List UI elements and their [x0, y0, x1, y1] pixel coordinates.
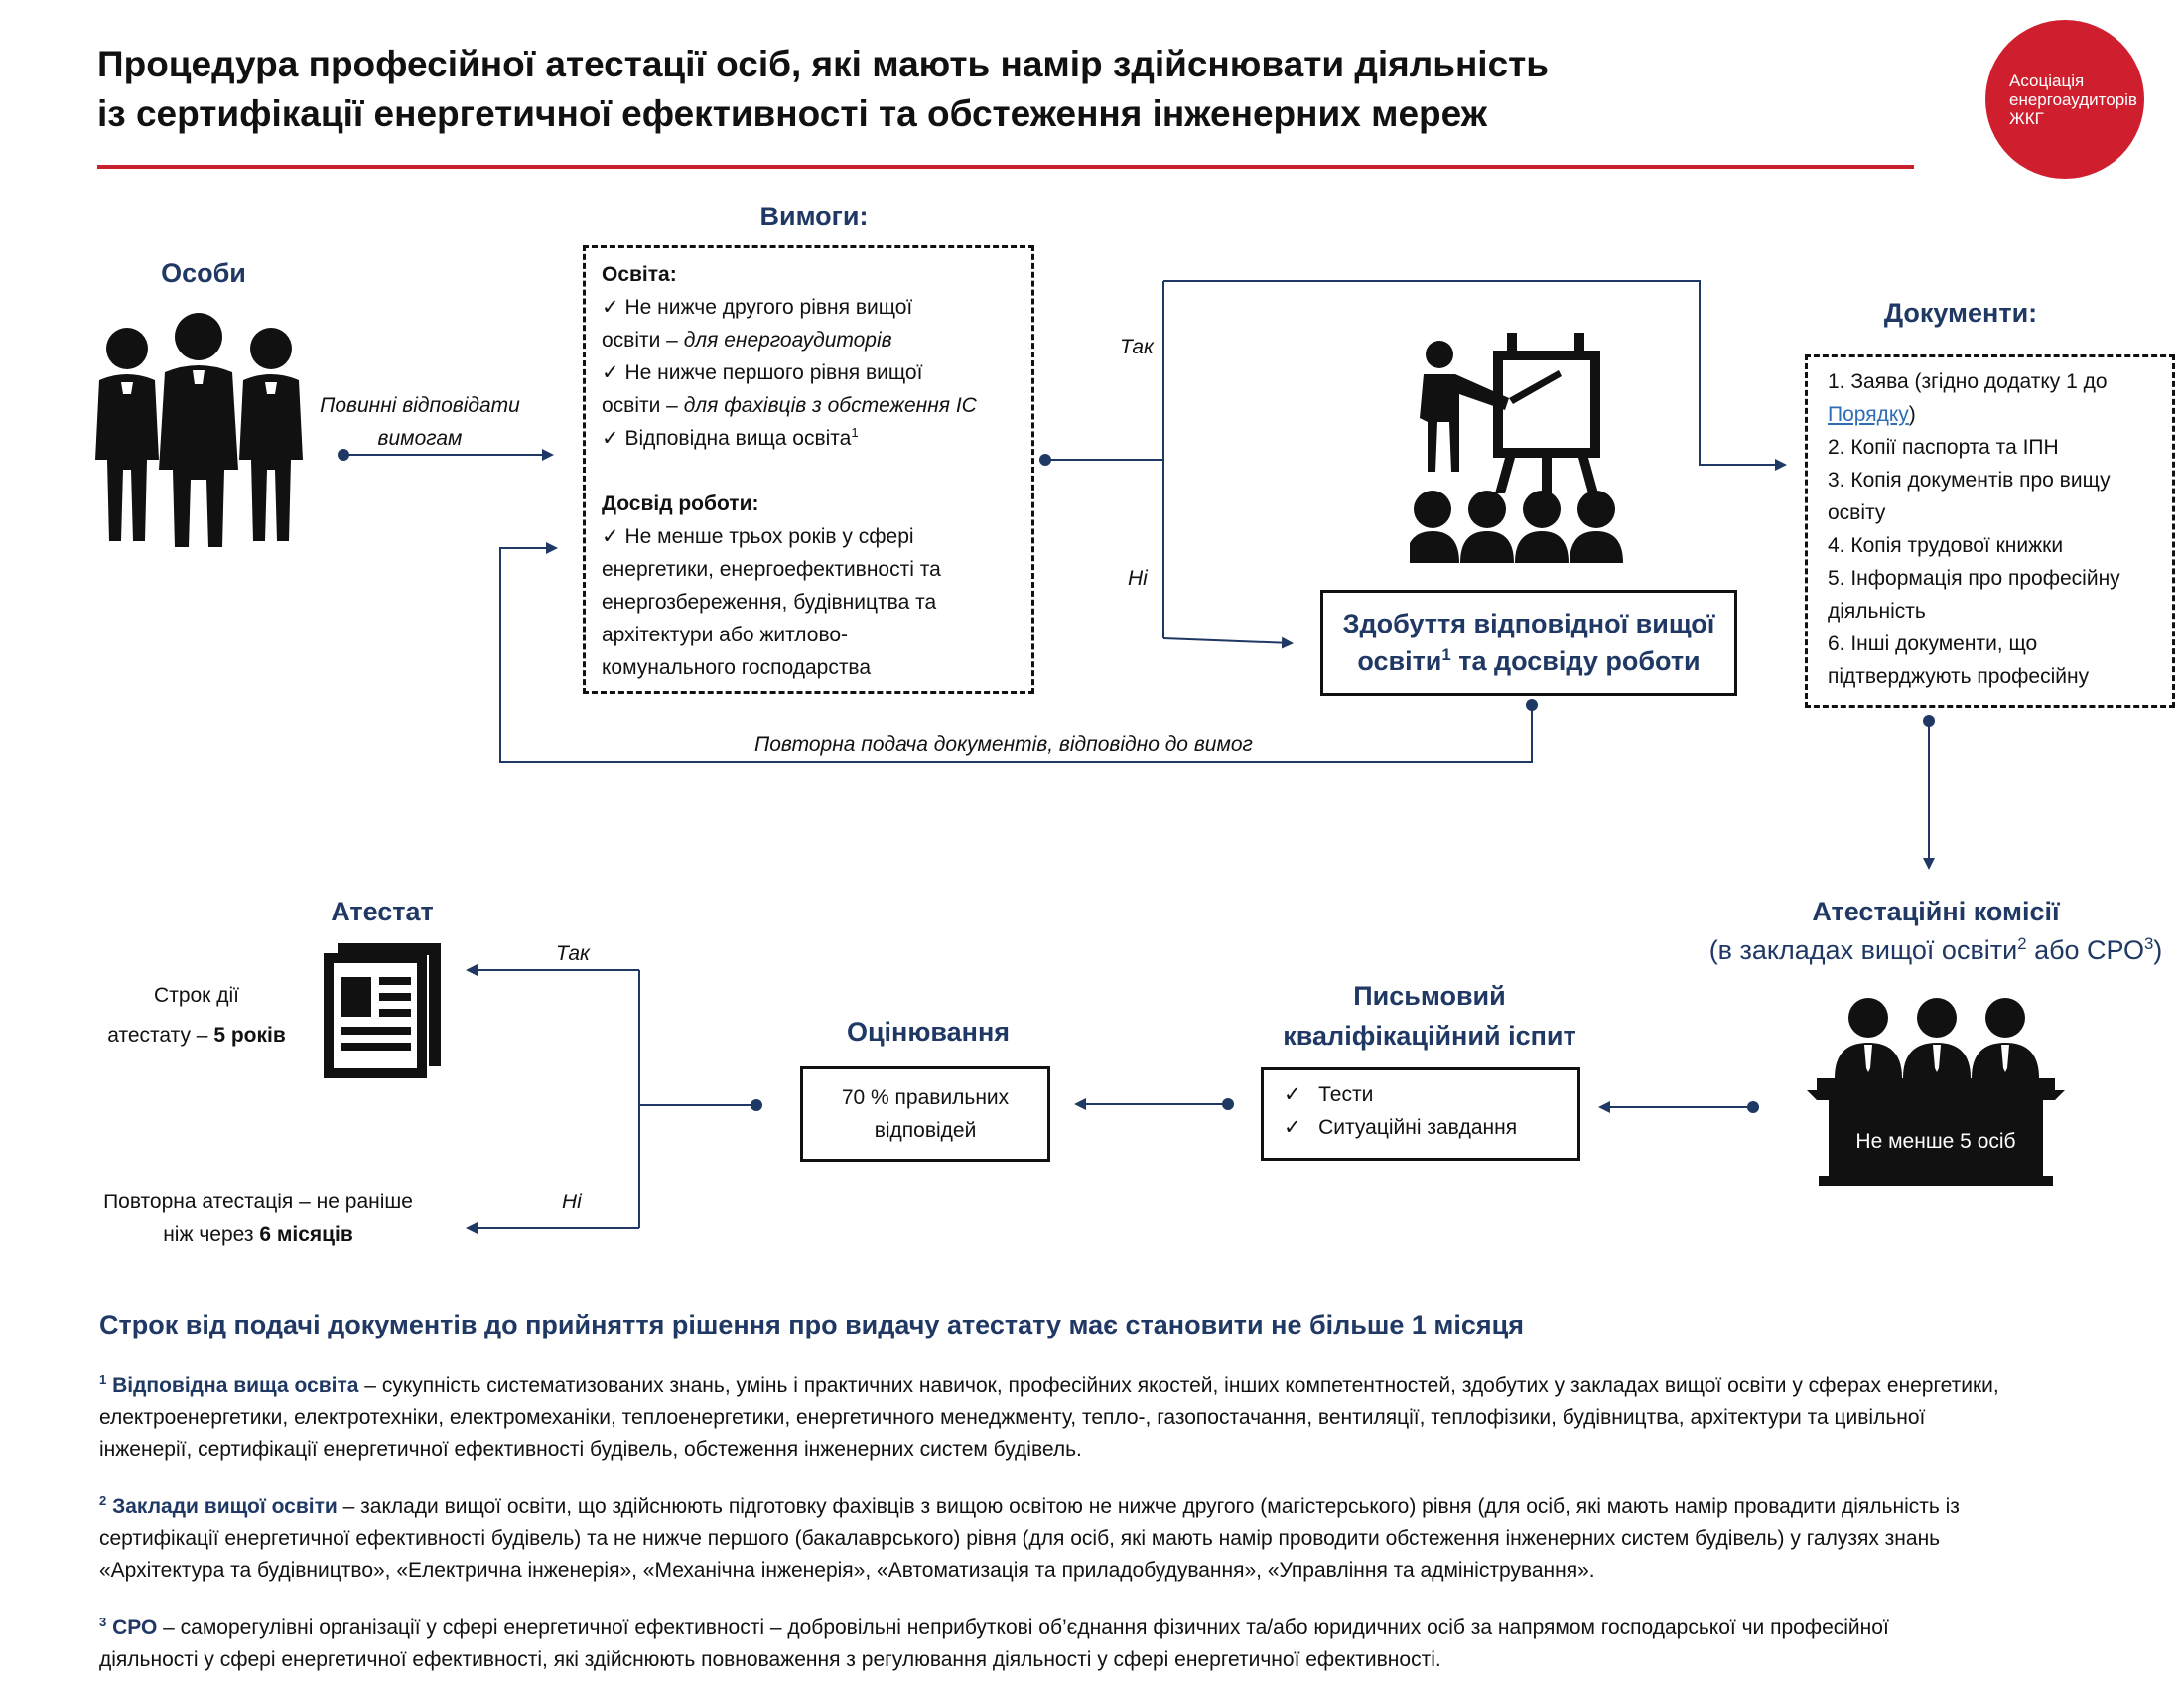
arrow-resubmission [499, 542, 1533, 763]
document-item-6-cont: підтверджують професійну [1828, 665, 2090, 688]
deadline-statement: Строк від подачі документів до прийняття… [99, 1310, 1525, 1339]
education-item-1-cont: освіти – для енергоаудиторів [602, 329, 892, 352]
education-item-2-cont: освіти – для фахівців з обстеження ІС [602, 394, 977, 417]
validity-line-2: атестату – 5 років [107, 1024, 286, 1047]
certificate-heading: Атестат [331, 897, 434, 926]
document-item-1: 1. Заява (згідно додатку 1 до [1828, 370, 2108, 393]
validity-line-1: Строк дії [154, 984, 239, 1007]
education-title: Освіта: [602, 263, 677, 286]
presentation-icon [1410, 333, 1623, 563]
experience-item-line-2: енергетики, енергоефективності та [602, 558, 941, 581]
arrow-yes-to-documents [1163, 280, 1787, 471]
evaluation-heading: Оцінювання [846, 1017, 1011, 1047]
experience-item-line-3: енергозбереження, будівництва та [602, 591, 937, 614]
persons-arrow-label: Повинні відповідати вимогам [314, 389, 526, 455]
exam-item-1: ✓ Тести [1284, 1083, 1374, 1106]
certificate-icon [324, 943, 441, 1078]
commission-desk-label: Не менше 5 осіб [1855, 1130, 2016, 1153]
branch-1-no-label: Ні [1128, 567, 1148, 590]
logo-line-1: Асоціація [2009, 71, 2085, 90]
document-item-1-cont: Порядку) [1828, 403, 1916, 426]
experience-item-line-5: комунального господарства [602, 656, 872, 679]
requirements-heading: Вимоги: [759, 202, 869, 231]
evaluation-line-1: 70 % правильних [841, 1086, 1010, 1109]
people-icon [95, 313, 303, 547]
exam-item-2: ✓ Ситуаційні завдання [1284, 1116, 1518, 1139]
connector-dot [1222, 1098, 1234, 1110]
training-line-2: освіти1 та досвіду роботи [1357, 645, 1701, 676]
persons-arrow-label-line-2: вимогам [377, 427, 463, 450]
footnote-3: 3 СРО – саморегулівні організації у сфер… [99, 1615, 1889, 1671]
check-icon: ✓ [602, 427, 619, 450]
commission-heading: Атестаційні комісії [1812, 897, 2060, 926]
connector-dot [1039, 454, 1051, 466]
documents-heading: Документи: [1883, 298, 2038, 328]
connector-dot [338, 449, 349, 461]
document-item-5: 5. Інформація про професійну [1828, 567, 2120, 590]
retry-attestation-text: Повторна атестація – не раніше ніж через… [79, 1186, 437, 1251]
logo-line-2: енергоаудиторів [2009, 90, 2137, 109]
certificate-validity: Строк дії атестату – 5 років [79, 976, 314, 1055]
education-item-2: ✓ Не нижче першого рівня вищої [602, 361, 923, 384]
retry-line-2: ніж через 6 місяців [163, 1223, 353, 1246]
order-link[interactable]: Порядку [1828, 403, 1909, 426]
document-item-6: 6. Інші документи, що [1828, 633, 2038, 655]
retry-line-1: Повторна атестація – не раніше [103, 1191, 413, 1213]
check-icon: ✓ [602, 361, 619, 384]
check-icon: ✓ [602, 296, 619, 319]
training-box: Здобуття відповідної вищої освіти1 та до… [1320, 590, 1737, 696]
documents-box: 1. Заява (згідно додатку 1 до Порядку) 2… [1805, 354, 2175, 708]
training-line-1: Здобуття відповідної вищої [1342, 609, 1715, 638]
branch-2-yes-label: Так [556, 942, 590, 965]
title-divider [97, 165, 1914, 169]
document-item-2: 2. Копії паспорта та ІПН [1828, 436, 2059, 459]
association-logo: Асоціація енергоаудиторів ЖКГ [1985, 20, 2144, 179]
education-item-3: ✓ Відповідна вища освіта1 [602, 425, 859, 450]
persons-heading: Особи [161, 258, 246, 288]
title-line-2: із сертифікації енергетичної ефективност… [97, 93, 1487, 134]
title-line-1: Процедура професійної атестації осіб, як… [97, 44, 1550, 84]
resubmission-label: Повторна подача документів, відповідно д… [754, 733, 1253, 756]
document-item-3: 3. Копія документів про вищу [1828, 469, 2111, 492]
branch-1-yes-label: Так [1120, 336, 1154, 358]
check-icon: ✓ [1284, 1083, 1301, 1106]
footnote-3-title: СРО [112, 1617, 158, 1639]
education-item-1: ✓ Не нижче другого рівня вищої [602, 296, 913, 319]
arrow-no-to-training [1162, 636, 1294, 649]
exam-heading-line-2: кваліфікаційний іспит [1283, 1021, 1576, 1051]
commission-icon [1807, 998, 2065, 1186]
exam-heading: Письмовий кваліфікаційний іспит [1271, 976, 1588, 1055]
footnote-2-title: Заклади вищої освіти [112, 1495, 338, 1518]
experience-title: Досвід роботи: [602, 492, 759, 515]
logo-line-3: ЖКГ [2009, 109, 2044, 128]
footnote-1-title: Відповідна вища освіта [112, 1374, 359, 1397]
commission-subheading: (в закладах вищої освіти2 або СРО3) [1708, 934, 2163, 965]
connector-dot [1923, 715, 1935, 727]
check-icon: ✓ [602, 525, 619, 548]
experience-item-line-4: архітектури або житлово- [602, 624, 849, 646]
evaluation-line-2: відповідей [874, 1119, 977, 1142]
exam-heading-line-1: Письмовий [1353, 981, 1506, 1011]
document-item-5-cont: діяльність [1828, 600, 1926, 623]
page-title: Процедура професійної атестації осіб, як… [97, 40, 1706, 139]
footnote-2: 2 Заклади вищої освіти – заклади вищої о… [99, 1493, 1960, 1582]
evaluation-box: 70 % правильних відповідей [800, 1066, 1050, 1162]
requirements-box: Освіта: ✓ Не нижче другого рівня вищої о… [583, 245, 1034, 694]
check-icon: ✓ [1284, 1116, 1301, 1139]
persons-arrow-label-line-1: Повинні відповідати [320, 394, 520, 417]
document-item-4: 4. Копія трудової книжки [1828, 534, 2064, 557]
footnote-1: 1 Відповідна вища освіта – сукупність си… [99, 1372, 1999, 1461]
document-item-3-cont: освіту [1828, 501, 1886, 524]
connector-dot [751, 1099, 762, 1111]
connector-dot [1526, 699, 1538, 711]
branch-2-no-label: Ні [562, 1191, 582, 1213]
exam-box: ✓ Тести ✓ Ситуаційні завдання [1261, 1067, 1580, 1161]
connector-dot [1747, 1101, 1759, 1113]
experience-item-line-1: ✓ Не менше трьох років у сфері [602, 525, 914, 548]
